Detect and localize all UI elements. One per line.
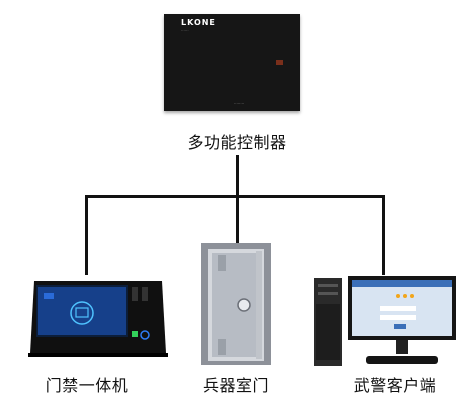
controller-led-icon (276, 60, 283, 65)
controller-bottom-text: ........ (234, 100, 245, 105)
access-terminal-icon (28, 281, 168, 357)
controller-box-icon: LKONE ...... ........ (164, 14, 300, 111)
connector-left (85, 195, 88, 275)
controller-tagline: ...... (181, 27, 189, 32)
connector-trunk (236, 155, 239, 197)
controller-title: 多功能控制器 (187, 133, 287, 152)
vault-door-icon (201, 243, 271, 365)
device-label-police-client: 武警客户端 (353, 376, 437, 395)
connector-middle (236, 195, 239, 243)
desktop-pc-icon (314, 276, 456, 366)
connector-right (382, 195, 385, 275)
device-label-access-terminal: 门禁一体机 (45, 376, 129, 395)
device-label-vault-door: 兵器室门 (202, 376, 269, 395)
connector-bus (85, 195, 385, 198)
controller-brand: LKONE (181, 18, 216, 27)
